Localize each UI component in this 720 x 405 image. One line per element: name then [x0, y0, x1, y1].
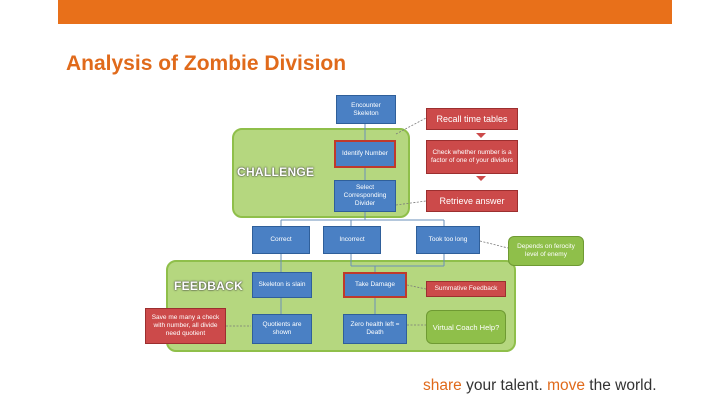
node-virtual-coach: Virtual Coach Help? — [426, 310, 506, 344]
dashed-link-retrieve — [395, 200, 427, 206]
node-skeleton-slain: Skeleton is slain — [252, 272, 312, 298]
challenge-label: CHALLENGE — [237, 165, 315, 179]
footer-move: move — [542, 377, 585, 394]
node-took-too-long: Took too long — [416, 226, 480, 254]
node-depends-ferocity: Depends on ferocity level of enemy — [508, 236, 584, 266]
feedback-label: FEEDBACK — [174, 279, 244, 293]
dashed-link-summative — [406, 284, 427, 290]
footer-share: share — [423, 377, 462, 394]
node-save-me: Save me many a check with number, all di… — [145, 308, 226, 344]
node-retrieve-answer: Retrieve answer — [426, 190, 518, 212]
slide-title: Analysis of Zombie Division — [66, 52, 347, 75]
node-take-damage: Take Damage — [343, 272, 407, 298]
node-quotients-shown: Quotients are shown — [252, 314, 312, 344]
node-check-factor: Check whether number is a factor of one … — [426, 140, 518, 174]
node-incorrect: Incorrect — [323, 226, 381, 254]
node-zero-health: Zero health left = Death — [343, 314, 407, 344]
dashed-link-depends — [479, 240, 509, 249]
node-identify-number: Identify Number — [334, 140, 396, 168]
node-select-divider: Select Corresponding Divider — [334, 180, 396, 212]
node-correct: Correct — [252, 226, 310, 254]
node-encounter-skeleton: Encounter Skeleton — [336, 95, 396, 124]
node-recall-tables: Recall time tables — [426, 108, 518, 130]
arrow-check-retrieve — [476, 176, 486, 181]
node-summative-feedback: Summative Feedback — [426, 281, 506, 297]
footer-tagline: share your talent. move the world. — [423, 377, 657, 395]
dashed-link-recall — [395, 117, 427, 135]
footer-the-world: the world. — [585, 377, 657, 394]
arrow-recall-check — [476, 133, 486, 138]
footer-your-talent: your talent. — [461, 377, 543, 394]
top-accent-bar — [58, 0, 672, 24]
